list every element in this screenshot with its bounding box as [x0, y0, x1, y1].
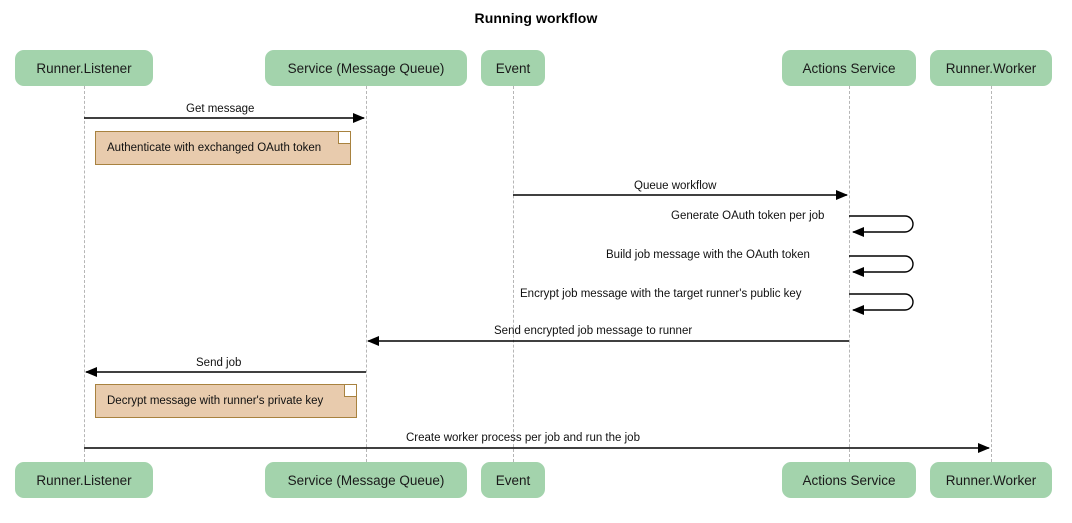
lifeline-service-mq — [366, 86, 367, 462]
lifeline-runner-worker — [991, 86, 992, 462]
lifeline-runner-listener — [84, 86, 85, 462]
arrow-build-job-message — [849, 255, 914, 277]
participant-event-top[interactable]: Event — [481, 50, 545, 86]
participant-label: Actions Service — [802, 60, 896, 76]
participant-label: Runner.Listener — [36, 472, 132, 488]
participant-runner-listener-top[interactable]: Runner.Listener — [15, 50, 153, 86]
arrow-encrypt-job-message — [849, 293, 914, 315]
message-label-get-message: Get message — [186, 103, 255, 115]
lifeline-actions-service — [849, 86, 850, 462]
participant-runner-listener-bottom[interactable]: Runner.Listener — [15, 462, 153, 498]
note-text: Decrypt message with runner's private ke… — [107, 395, 324, 407]
note-text: Authenticate with exchanged OAuth token — [107, 142, 322, 154]
participant-label: Event — [495, 472, 531, 488]
participant-label: Service (Message Queue) — [287, 472, 445, 488]
participant-actions-service-top[interactable]: Actions Service — [782, 50, 916, 86]
note-authenticate: Authenticate with exchanged OAuth token — [95, 131, 351, 165]
participant-label: Runner.Worker — [945, 472, 1037, 488]
participant-runner-worker-top[interactable]: Runner.Worker — [930, 50, 1052, 86]
message-label-send-job: Send job — [196, 357, 242, 369]
message-label-build-job-message: Build job message with the OAuth token — [606, 249, 810, 261]
participant-runner-worker-bottom[interactable]: Runner.Worker — [930, 462, 1052, 498]
message-label-send-encrypted-job-message: Send encrypted job message to runner — [494, 325, 693, 337]
arrow-generate-token — [849, 215, 914, 237]
note-fold-corner-icon — [338, 132, 350, 144]
participant-actions-service-bottom[interactable]: Actions Service — [782, 462, 916, 498]
message-label-encrypt-job-message: Encrypt job message with the target runn… — [520, 288, 802, 300]
participant-label: Event — [495, 60, 531, 76]
participant-event-bottom[interactable]: Event — [481, 462, 545, 498]
message-label-queue-workflow: Queue workflow — [634, 180, 717, 192]
participant-service-mq-bottom[interactable]: Service (Message Queue) — [265, 462, 467, 498]
participant-service-mq-top[interactable]: Service (Message Queue) — [265, 50, 467, 86]
participant-label: Actions Service — [802, 472, 896, 488]
message-label-generate-token: Generate OAuth token per job — [671, 210, 825, 222]
diagram-title: Running workflow — [474, 10, 598, 26]
lifeline-event — [513, 86, 514, 462]
participant-label: Runner.Worker — [945, 60, 1037, 76]
message-label-create-worker-process: Create worker process per job and run th… — [406, 432, 640, 444]
note-fold-corner-icon — [344, 385, 356, 397]
participant-label: Service (Message Queue) — [287, 60, 445, 76]
note-decrypt: Decrypt message with runner's private ke… — [95, 384, 357, 418]
participant-label: Runner.Listener — [36, 60, 132, 76]
